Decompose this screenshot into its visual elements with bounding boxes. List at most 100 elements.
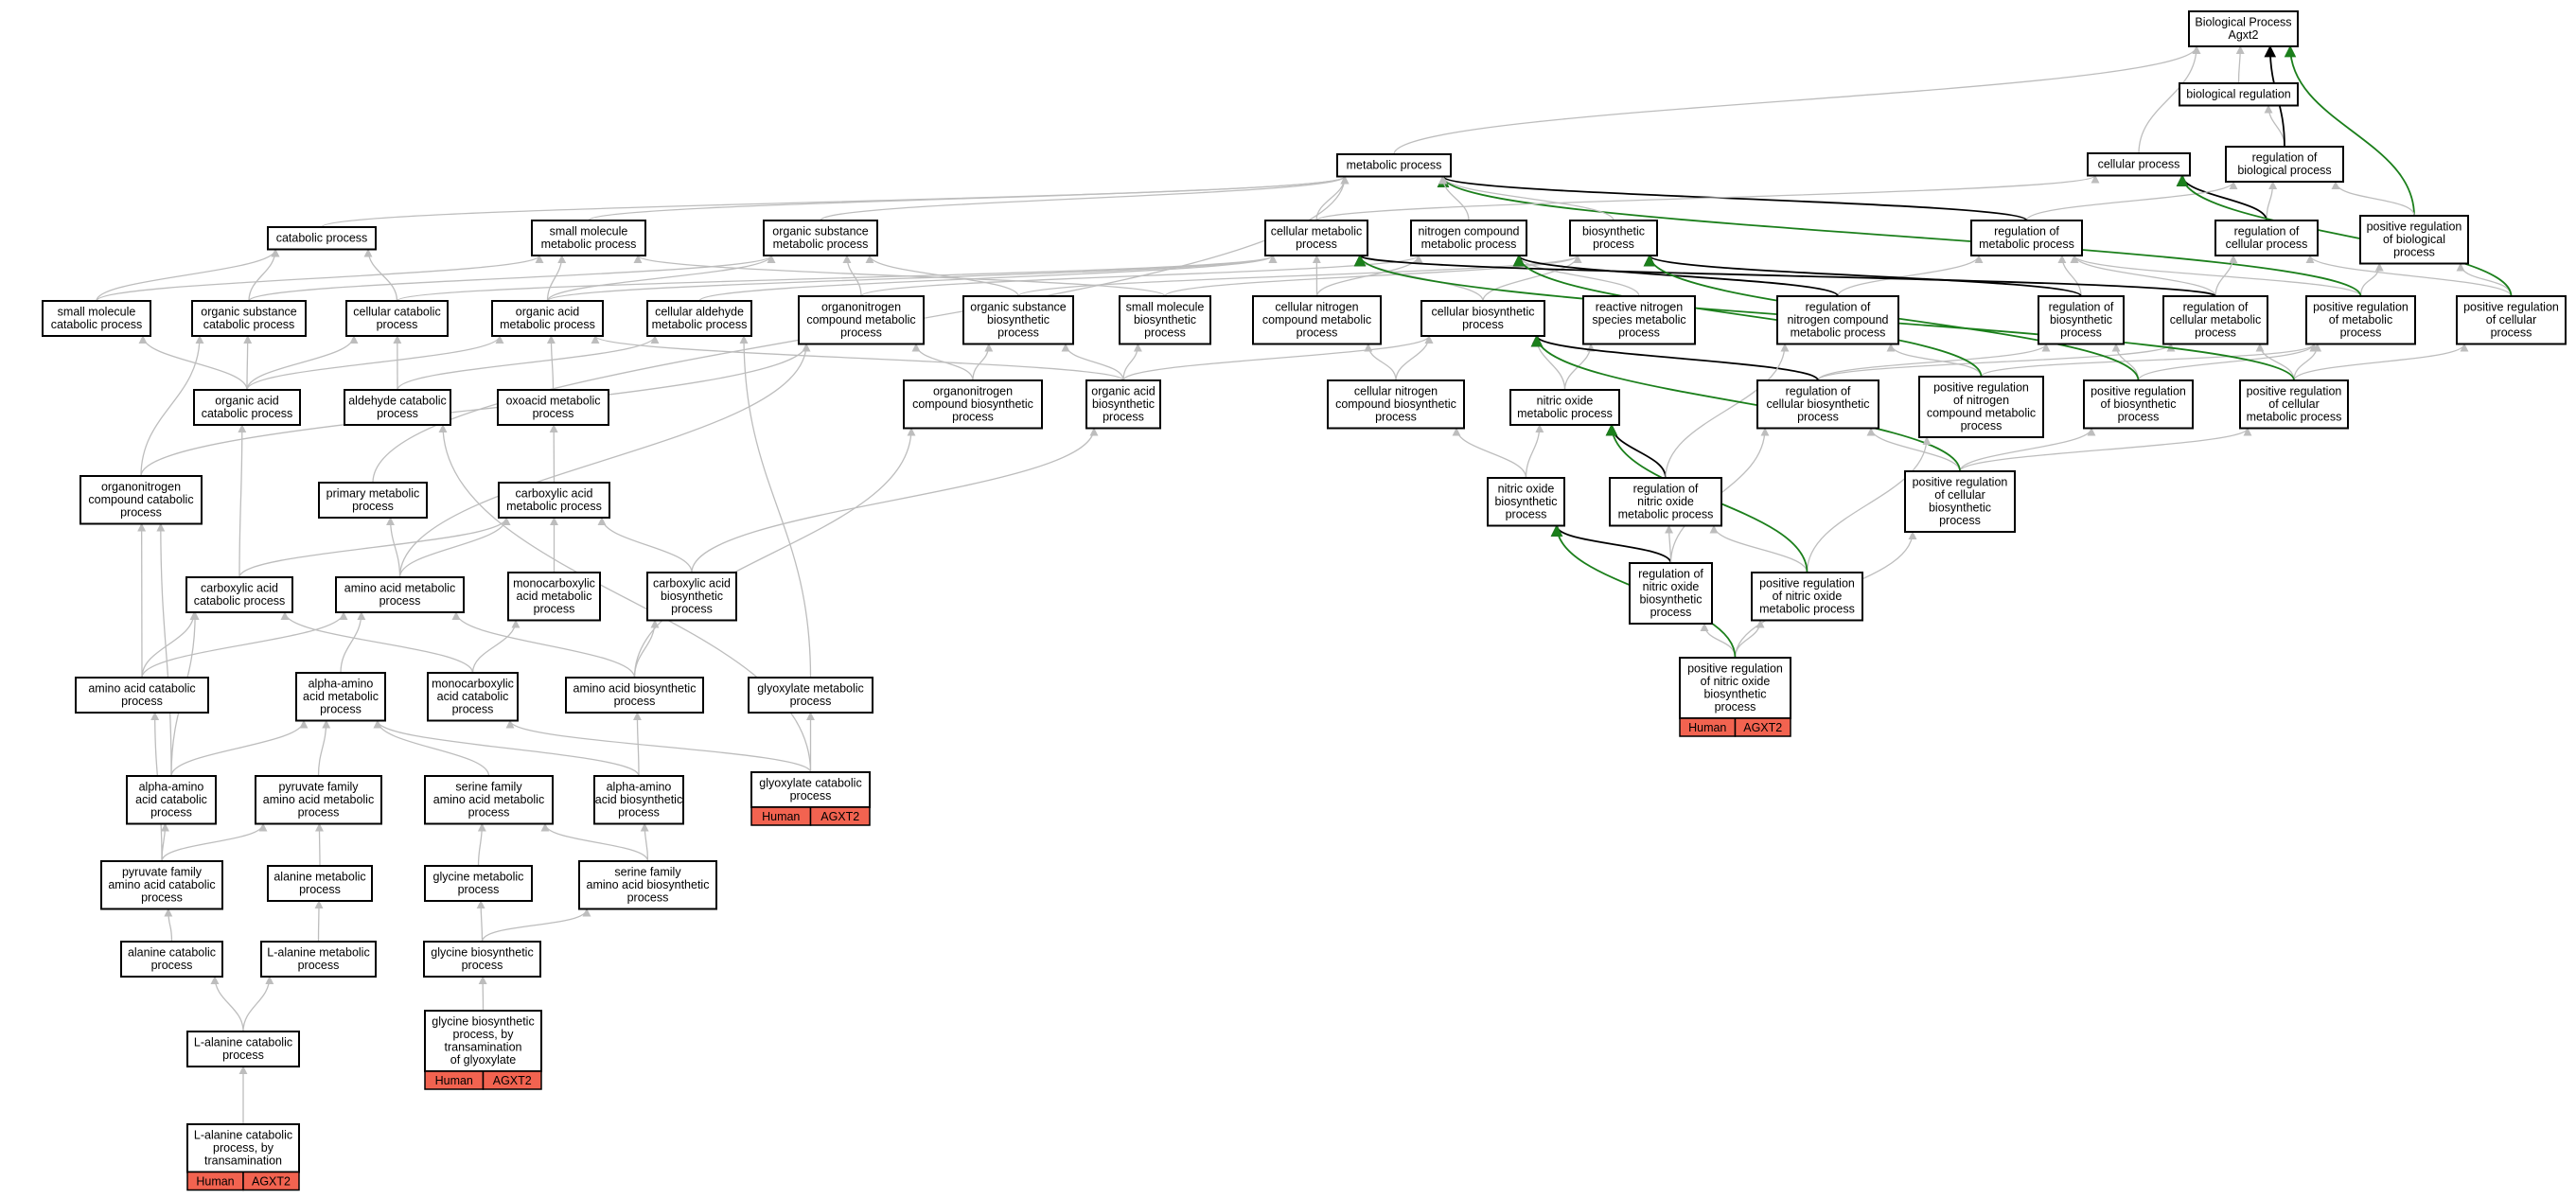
node-box xyxy=(748,677,873,714)
node-label-line: glycine metabolic xyxy=(433,871,524,884)
node-label-line: biosynthetic xyxy=(1494,495,1557,508)
node-label-line: process xyxy=(2195,326,2236,340)
node-label-line: metabolic process xyxy=(773,238,869,251)
node-label-line: compound metabolic xyxy=(806,313,915,326)
node-box xyxy=(1327,379,1465,430)
node-label-line: positive regulation xyxy=(2313,301,2408,314)
node-label-line: carboxylic acid xyxy=(653,577,731,591)
go-term-node-catab[interactable]: catabolic process xyxy=(267,226,377,251)
node-label-line: process xyxy=(1650,606,1692,619)
node-label-line: nitric oxide xyxy=(1537,395,1594,408)
edge-aldcatab-to-cellald xyxy=(397,335,660,391)
go-term-node-cellproc[interactable]: cellular process xyxy=(2087,152,2191,177)
edge-aabiosyn-to-carboxbiosyn xyxy=(633,619,660,679)
node-label-line: process xyxy=(452,703,494,716)
node-label-line: nitrogen compound xyxy=(1418,225,1519,238)
node-label-line: process xyxy=(2060,326,2102,340)
node-label-line: transamination xyxy=(204,1155,282,1168)
edge-regcellbiosyn-to-regbiosyn xyxy=(1817,343,2051,381)
node-label-line: process xyxy=(377,318,418,331)
node-label-line: positive regulation xyxy=(1759,577,1855,591)
node-label-line: process xyxy=(1939,514,1981,527)
node-label-line: process xyxy=(790,789,832,802)
node-box xyxy=(750,771,871,808)
go-term-node-bioreg[interactable]: biological regulation xyxy=(2179,82,2299,107)
go-term-node-metab[interactable]: metabolic process xyxy=(1336,153,1452,178)
edge-smcatab-to-smmetab xyxy=(96,255,544,302)
